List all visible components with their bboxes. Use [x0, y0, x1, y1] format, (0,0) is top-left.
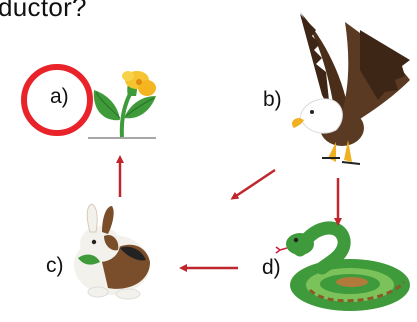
highlight-circle — [21, 64, 93, 136]
label-a: a) — [50, 85, 69, 108]
arrows — [116, 155, 342, 272]
label-c: c) — [46, 254, 64, 277]
rabbit-icon — [74, 203, 150, 300]
label-d: d) — [262, 256, 281, 279]
plant-with-flower-icon — [88, 71, 156, 139]
question-text: ductor? — [0, 0, 87, 22]
arrow-eagle-to-rabbit — [230, 168, 276, 200]
snake-icon — [275, 221, 410, 311]
eagle-icon — [292, 12, 410, 165]
label-b: b) — [263, 88, 282, 111]
